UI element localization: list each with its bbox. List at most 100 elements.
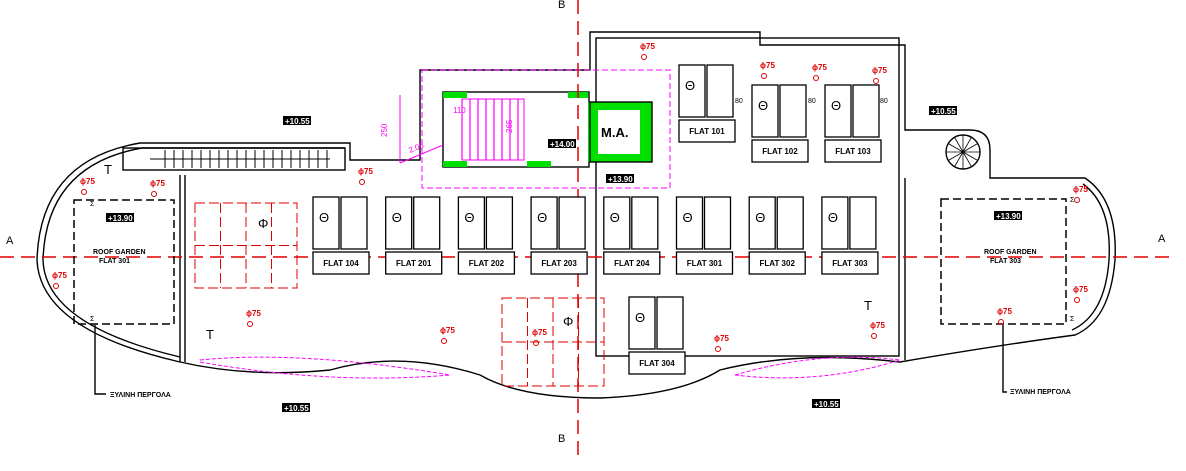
drain-label: ϕ75 (1073, 185, 1088, 194)
section-mark-b-bottom: B (558, 433, 565, 445)
flat-label: FLAT 103 (835, 147, 871, 156)
spiral-stair-treads (946, 135, 980, 169)
wall-tag: T (864, 298, 872, 313)
pergola-leader-right (1002, 325, 1007, 393)
drain-icon (53, 283, 59, 289)
drain-icon (715, 346, 721, 352)
storage-unit (385, 196, 413, 250)
storage-unit (706, 64, 734, 118)
column (443, 92, 467, 98)
spiral-tread (962, 143, 978, 153)
unit-symbol: Θ (319, 210, 329, 225)
unit-symbol: Θ (685, 78, 695, 93)
pergola-label-right: ΞΥΛΙΝΗ ΠΕΡΓΟΛΑ (1010, 389, 1071, 396)
level-tag: +10.55 (282, 403, 310, 413)
storage-unit (779, 84, 807, 138)
roof-garden-right[interactable] (940, 198, 1067, 325)
storage-unit (748, 196, 776, 250)
roof-garden-left[interactable] (73, 199, 175, 325)
drain-label: ϕ75 (52, 271, 67, 280)
stair-core (442, 91, 590, 168)
spiral-tread (962, 137, 972, 153)
spiral-tread (954, 151, 964, 167)
main-block-wall (595, 37, 900, 357)
drain-label: ϕ75 (640, 42, 655, 51)
svg-text:+13.90: +13.90 (996, 212, 1021, 221)
drain-icon (359, 179, 365, 185)
flat-label: FLAT 203 (541, 259, 577, 268)
section-mark-a-right: A (1158, 233, 1166, 245)
core-stair-flight (461, 98, 525, 161)
drain-icon (813, 75, 819, 81)
storage-unit (312, 196, 340, 250)
pergola-right (734, 356, 901, 379)
column (527, 161, 551, 167)
stair-dimension: 2.05 (407, 140, 425, 154)
level-tag-value: +10.55 (814, 400, 839, 409)
unit-symbol: Θ (392, 210, 402, 225)
drain-label: ϕ75 (1073, 285, 1088, 294)
flat-label: FLAT 301 (687, 259, 723, 268)
drain-label: ϕ75 (997, 307, 1012, 316)
level-tag: +10.55 (812, 399, 840, 409)
drain-icon (441, 338, 447, 344)
tile-grids (194, 202, 605, 387)
flat-label-box (603, 251, 661, 275)
external-stair[interactable] (122, 147, 346, 171)
machine-room[interactable] (589, 101, 653, 163)
column-tag: Σ (1070, 197, 1075, 204)
flat-label-box (751, 139, 809, 163)
level-tag: +13.90 (606, 174, 634, 184)
flat-label: FLAT 303 (832, 259, 868, 268)
level-tag: +13.90 (106, 213, 134, 223)
unit-symbol: Θ (537, 210, 547, 225)
section-mark-b-top: B (558, 0, 565, 11)
flat-label-box (385, 251, 443, 275)
level-tag-value: +10.55 (931, 107, 956, 116)
drain-icon (641, 54, 647, 60)
level-tag-box (282, 403, 310, 412)
spiral-tread (948, 151, 964, 161)
level-tag: +10.55 (283, 116, 311, 126)
storage-unit (703, 196, 732, 250)
unit-symbol: Θ (610, 210, 620, 225)
drain-icon (1074, 297, 1080, 303)
flat-label-box (312, 251, 370, 275)
roof-garden-left-title: ROOF GARDEN (93, 249, 146, 256)
drain-icon (871, 333, 877, 339)
drain-label: ϕ75 (440, 326, 455, 335)
pergola-leader-left (94, 325, 106, 395)
clearance-dimension: 80 (880, 98, 888, 105)
storage-unit (678, 64, 706, 118)
level-tag-box (606, 174, 634, 183)
spiral-tread (954, 137, 964, 153)
storage-unit (751, 84, 779, 138)
drain-icon (761, 73, 767, 79)
drain-icon (533, 340, 539, 346)
unit-symbol: Θ (683, 210, 693, 225)
column (588, 102, 648, 110)
section-mark-a-left: A (6, 235, 14, 247)
drain-icon (81, 189, 87, 195)
flat-label: FLAT 201 (396, 259, 432, 268)
clearance-dimension: 80 (808, 98, 816, 105)
level-tag-box (812, 399, 840, 408)
drain-icon (247, 321, 253, 327)
flat-label: FLAT 102 (762, 147, 798, 156)
flat-label: FLAT 204 (614, 259, 650, 268)
flat-label-box (821, 251, 879, 275)
flat-label-box (675, 251, 734, 275)
stair-core-dashed (421, 69, 671, 189)
storage-unit (656, 296, 684, 350)
drain-label: ϕ75 (246, 309, 261, 318)
flat-label-box (678, 119, 736, 143)
storage-unit (852, 84, 880, 138)
drain-label: ϕ75 (532, 328, 547, 337)
column (588, 102, 598, 162)
machine-room-label: M.A. (601, 125, 628, 140)
tile-symbol-center: Φ (563, 314, 573, 329)
level-tag-box (548, 139, 576, 148)
drain-label: ϕ75 (812, 63, 827, 72)
